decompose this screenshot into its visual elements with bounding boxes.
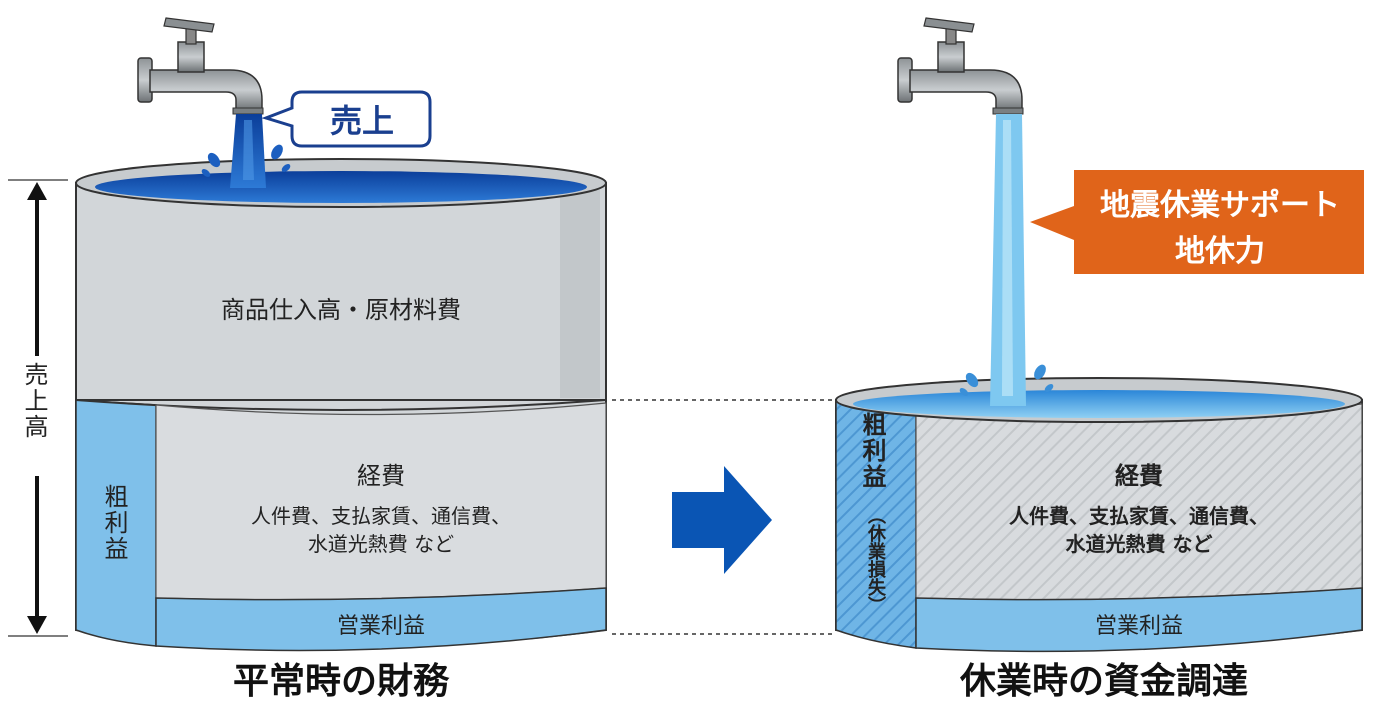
right-expenses-title: 経費 — [1115, 462, 1163, 490]
right-caption: 休業時の資金調達 — [959, 661, 1248, 702]
left-expenses-detail-1: 人件費、支払家賃、通信費、 — [251, 504, 511, 528]
left-operating-profit-label: 営業利益 — [336, 614, 425, 639]
transition-arrow — [672, 466, 772, 574]
right-operating-profit-label: 営業利益 — [1094, 614, 1183, 639]
left-faucet — [137, 17, 291, 188]
sales-bubble — [261, 90, 432, 148]
left-tank — [75, 158, 607, 652]
sales-bubble-label: 売上 — [329, 102, 394, 140]
right-expenses-detail-1: 人件費、支払家賃、通信費、 — [1009, 504, 1269, 528]
left-expenses-title: 経費 — [357, 462, 405, 490]
sales-height-arrow — [8, 179, 68, 637]
support-bubble-line2: 地休力 — [1175, 234, 1265, 269]
right-tank — [835, 377, 1363, 653]
right-gross-profit-note: （休業損失） — [865, 506, 886, 614]
right-faucet — [897, 17, 1054, 406]
sales-axis-label: 売上高 — [20, 362, 48, 440]
support-bubble — [1030, 170, 1364, 274]
left-gross-profit-label: 粗利益 — [100, 484, 128, 562]
support-bubble-line1: 地震休業サポート — [1100, 188, 1340, 223]
left-caption: 平常時の財務 — [232, 661, 449, 702]
right-expenses-detail-2: 水道光熱費 など — [1065, 532, 1213, 556]
guide-lines — [612, 399, 836, 635]
left-expenses-detail-2: 水道光熱費 など — [307, 532, 455, 556]
right-gross-profit-label: 粗利益 — [858, 412, 886, 490]
cost-of-goods-label: 商品仕入高・原材料費 — [221, 296, 461, 324]
